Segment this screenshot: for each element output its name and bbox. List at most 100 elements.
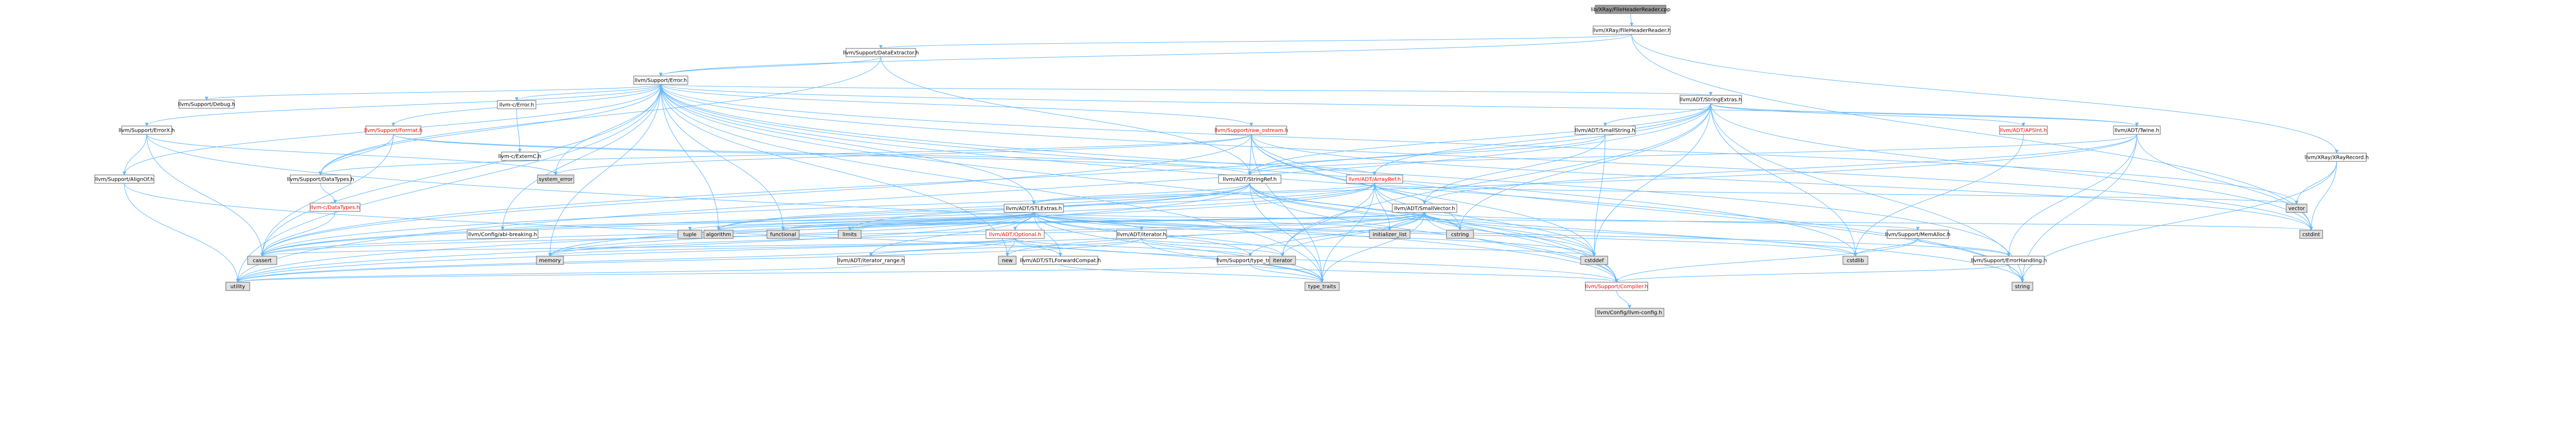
node-memalloc[interactable]: llvm/Support/MemAlloc.h xyxy=(1885,230,1951,239)
node-cdtypes[interactable]: llvm-c/DataTypes.h xyxy=(310,203,361,212)
node-label-xrayrecord: llvm/XRay/XRayRecord.h xyxy=(2304,155,2368,161)
node-label-errhandling: llvm/Support/ErrorHandling.h xyxy=(1971,258,2047,264)
edge-twine-to-strref xyxy=(1248,134,2137,175)
node-tuple[interactable]: tuple xyxy=(677,230,702,239)
node-typetraits[interactable]: llvm/Support/type_traits.h xyxy=(1216,256,1284,265)
node-label-rawos: llvm/Support/raw_ostream.h xyxy=(1214,128,1288,134)
node-aligof[interactable]: llvm/Support/AlignOf.h xyxy=(94,174,155,184)
node-cstdint[interactable]: cstdint xyxy=(2299,230,2323,239)
node-errhandling[interactable]: llvm/Support/ErrorHandling.h xyxy=(1971,256,2047,265)
node-datatypes[interactable]: llvm/Support/DataTypes.h xyxy=(287,174,354,184)
node-algorithm[interactable]: algorithm xyxy=(703,230,734,239)
node-label-error: llvm/Support/Error.h xyxy=(635,78,687,84)
edge-strext-to-iter xyxy=(1280,103,1711,257)
node-stlfwd[interactable]: llvm/ADT/STLForwardCompat.h xyxy=(1020,256,1101,265)
node-root[interactable]: lib/XRay/FileHeaderReader.cpp xyxy=(1591,5,1671,14)
edge-error-to-compiler xyxy=(660,84,1619,283)
edge-rawos-to-typetr xyxy=(1251,134,1324,283)
node-box-xrayrecord xyxy=(2306,153,2367,162)
edge-memalloc-to-cstdlib xyxy=(1853,238,1918,257)
edge-rawos-to-strref xyxy=(1248,134,1252,175)
node-limits[interactable]: limits xyxy=(838,230,862,239)
node-errorx[interactable]: llvm/Support/ErrorX.h xyxy=(119,125,175,135)
node-debug[interactable]: llvm/Support/Debug.h xyxy=(178,99,235,109)
node-stlext[interactable]: llvm/ADT/STLExtras.h xyxy=(1004,204,1064,213)
edge-xrayrecord-to-vector xyxy=(2295,161,2337,205)
node-error[interactable]: llvm/Support/Error.h xyxy=(633,75,688,85)
node-box-iterrange xyxy=(837,256,905,265)
node-fhr[interactable]: llvm/XRay/FileHeaderReader.h xyxy=(1593,26,1671,35)
node-iterrange[interactable]: llvm/ADT/iterator_range.h xyxy=(837,256,905,265)
edge-strref-to-stlext xyxy=(1032,183,1250,205)
edge-error-to-sysError xyxy=(554,84,661,175)
node-cstdlib[interactable]: cstdlib xyxy=(1842,256,1868,265)
node-box-limits xyxy=(838,230,862,239)
node-llvmconfig[interactable]: llvm/Config/llvm-config.h xyxy=(1595,308,1664,317)
edge-stlext-to-limits xyxy=(848,212,1034,231)
edge-strext-to-cstring xyxy=(1458,103,1711,231)
node-label-cstring: cstring xyxy=(1451,232,1469,238)
node-apsint[interactable]: llvm/ADT/APSInt.h xyxy=(1999,125,2048,135)
edge-arrref-to-vector xyxy=(1374,183,2298,205)
node-functional[interactable]: functional xyxy=(766,230,800,239)
edge-xrayrecord-to-string xyxy=(2020,161,2337,283)
node-label-strext: llvm/ADT/StringExtras.h xyxy=(1680,97,1742,103)
node-initlist[interactable]: initializer_list xyxy=(1369,230,1411,239)
node-label-smallvec: llvm/ADT/SmallVector.h xyxy=(1394,206,1455,212)
node-sysError[interactable]: system_error xyxy=(537,174,574,184)
node-label-utility: utility xyxy=(230,284,246,290)
node-new[interactable]: new xyxy=(998,256,1017,265)
node-typetr[interactable]: type_traits xyxy=(1304,282,1340,291)
node-smallvec[interactable]: llvm/ADT/SmallVector.h xyxy=(1392,204,1457,213)
node-box-strref xyxy=(1218,174,1281,184)
node-box-arrref xyxy=(1346,174,1403,184)
node-smallstr[interactable]: llvm/ADT/SmallString.h xyxy=(1574,125,1636,135)
edge-strext-to-utility xyxy=(236,103,1711,283)
node-string[interactable]: string xyxy=(2011,282,2033,291)
node-label-memory: memory xyxy=(539,258,561,264)
node-vector[interactable]: vector xyxy=(2286,204,2308,213)
node-memory[interactable]: memory xyxy=(536,256,564,265)
edge-stlext-to-stlfwd xyxy=(1033,212,1062,257)
node-label-cstddef: cstddef xyxy=(1585,258,1604,264)
edge-typetraits-to-compiler xyxy=(1250,264,1619,283)
edge-strref-to-compiler xyxy=(1249,183,1619,283)
node-rawos[interactable]: llvm/Support/raw_ostream.h xyxy=(1214,125,1288,135)
node-optional[interactable]: llvm/ADT/Optional.h xyxy=(985,230,1045,239)
node-box-rawos xyxy=(1215,125,1287,135)
node-label-iterator: llvm/ADT/iterator.h xyxy=(1117,232,1166,238)
node-label-new: new xyxy=(1002,258,1013,264)
node-iter[interactable]: iterator xyxy=(1269,256,1296,265)
node-format[interactable]: llvm/Support/Format.h xyxy=(364,125,422,135)
node-iterator[interactable]: llvm/ADT/iterator.h xyxy=(1116,230,1167,239)
edge-twine-to-cassert xyxy=(260,134,2137,257)
edge-fhr-to-xrayrecord xyxy=(1631,34,2339,154)
edge-strext-to-apsint xyxy=(1710,103,2026,127)
node-cerror[interactable]: llvm-c/Error.h xyxy=(497,100,536,109)
node-compiler[interactable]: llvm/Support/Compiler.h xyxy=(1585,282,1648,291)
edge-error-to-typetr xyxy=(660,84,1324,283)
node-utility[interactable]: utility xyxy=(225,282,250,291)
node-dataext[interactable]: llvm/Support/DataExtractor.h xyxy=(843,48,919,57)
edge-smallvec-to-cstdlib xyxy=(1424,212,1857,257)
node-strref[interactable]: llvm/ADT/StringRef.h xyxy=(1218,174,1281,184)
node-label-twine: llvm/ADT/Twine.h xyxy=(2114,128,2159,134)
node-twine[interactable]: llvm/ADT/Twine.h xyxy=(2113,125,2161,135)
node-cstddef[interactable]: cstddef xyxy=(1580,256,1608,265)
edge-arrref-to-initlist xyxy=(1374,183,1392,231)
node-arrref[interactable]: llvm/ADT/ArrayRef.h xyxy=(1346,174,1403,184)
edge-rawos-to-sysError xyxy=(554,134,1252,175)
edge-fhr-to-dataext xyxy=(879,34,1632,49)
node-box-datatypes xyxy=(290,174,351,184)
node-abibreak[interactable]: llvm/Config/abi-breaking.h xyxy=(467,230,539,239)
edge-aligof-to-utility xyxy=(124,183,240,283)
node-label-memalloc: llvm/Support/MemAlloc.h xyxy=(1885,232,1951,238)
node-box-debug xyxy=(178,99,235,109)
node-extc[interactable]: llvm-c/ExternC.h xyxy=(498,152,542,161)
node-strext[interactable]: llvm/ADT/StringExtras.h xyxy=(1680,95,1742,104)
edge-error-to-abibreak xyxy=(501,84,661,231)
node-cassert[interactable]: cassert xyxy=(247,256,277,265)
edge-optional-to-cassert xyxy=(261,238,1016,257)
node-xrayrecord[interactable]: llvm/XRay/XRayRecord.h xyxy=(2304,153,2369,162)
node-cstring[interactable]: cstring xyxy=(1446,230,1474,239)
